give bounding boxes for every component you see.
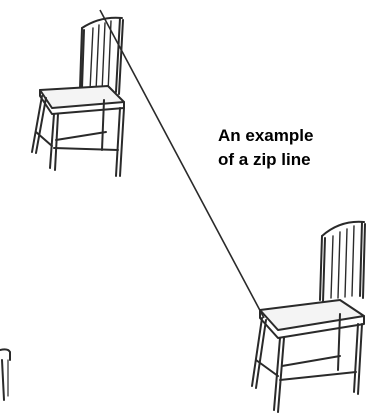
caption-line-1: An example xyxy=(218,124,368,148)
zip-line-caption: An example of a zip line xyxy=(218,124,368,172)
lower-chair xyxy=(252,222,365,412)
upper-chair xyxy=(32,18,124,176)
caption-line-2: of a zip line xyxy=(218,148,368,172)
partial-bucket xyxy=(0,349,10,400)
